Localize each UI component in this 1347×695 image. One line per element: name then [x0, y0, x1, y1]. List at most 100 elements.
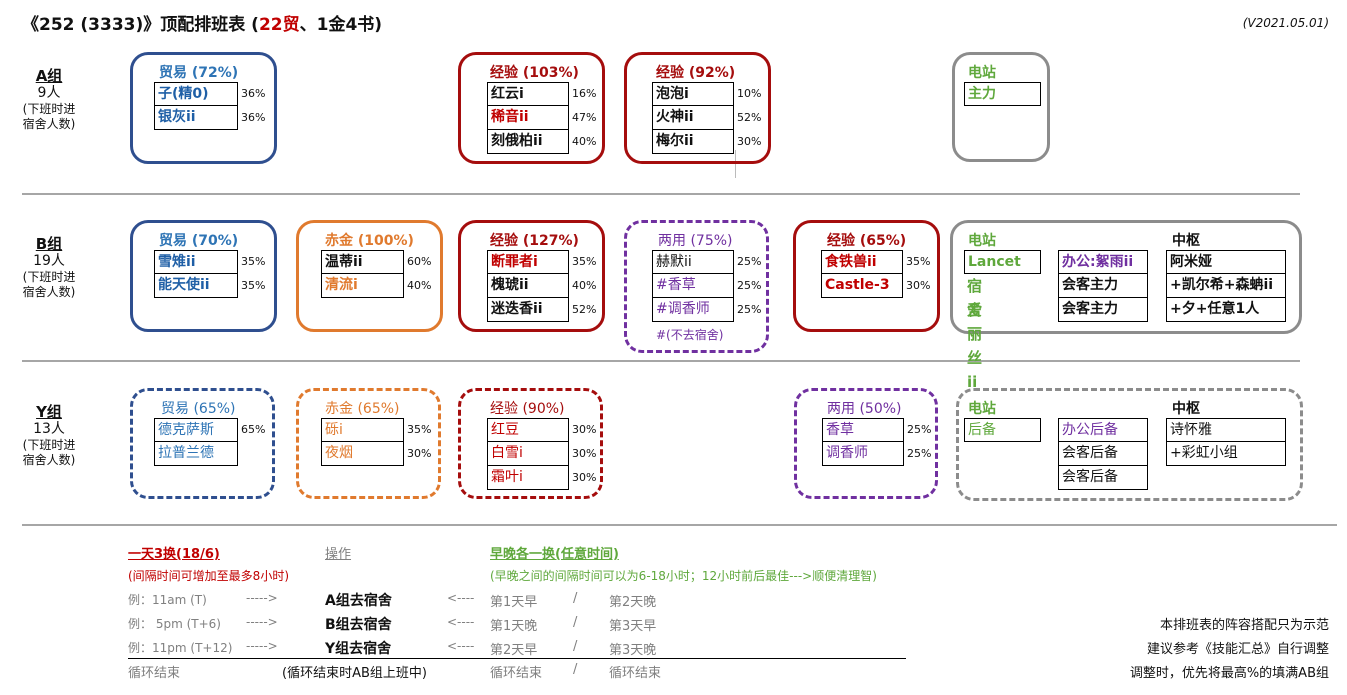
y-dual-title: 两用 (50%) — [827, 401, 902, 417]
b-exp1-title: 经验 (127%) — [490, 233, 579, 249]
a-exp2-title: 经验 (92%) — [656, 65, 736, 81]
schedule-end-d1: 循环结束 — [490, 666, 543, 681]
schedule-row-1-example: 例：11am (T) — [128, 593, 207, 607]
version-label: (V2021.05.01) — [1242, 16, 1329, 30]
table-row: 会客后备 — [1058, 442, 1148, 466]
schedule-row-1-back: <---- — [447, 591, 475, 605]
a-power-box — [952, 52, 1050, 162]
b-trade-box — [130, 220, 277, 332]
schedule-row-3-arrow: -----> — [246, 639, 278, 653]
y-gold-box — [296, 388, 441, 499]
group-y-label: Y组 13人 (下班时进 宿舍人数) — [22, 403, 76, 468]
table-row: 诗怀雅 — [1166, 418, 1286, 442]
schedule-row-3-back: <---- — [447, 639, 475, 653]
schedule-row-1-d1: 第1天早 — [490, 595, 538, 610]
schedule-row-1-arrow: -----> — [246, 591, 278, 605]
b-exp2-title: 经验 (65%) — [827, 233, 907, 249]
table-row: 阿米娅 — [1166, 250, 1286, 274]
table-row: 子(精0)36% — [154, 82, 265, 106]
y-power-title: 电站 — [968, 401, 996, 417]
table-row: 会客主力 — [1058, 298, 1148, 322]
y-gold-title: 赤金 (65%) — [325, 401, 400, 417]
page-title: 《252 (3333)》顶配排班表 (22贸、1金4书) — [22, 15, 383, 35]
y-exp1-box — [458, 388, 603, 499]
y-trade-box — [130, 388, 275, 499]
y-trade-title: 贸易 (65%) — [161, 401, 236, 417]
note-line-1: 本排班表的阵容搭配只为示范 — [1159, 618, 1329, 633]
schedule-row-2-slash: / — [573, 615, 578, 630]
vertical-tick — [735, 150, 736, 178]
group-a-label: A组 9人 (下班时进 宿舍人数) — [22, 67, 76, 132]
table-row: 宿舍 — [967, 277, 983, 319]
group-b-label: B组 19人 (下班时进 宿舍人数) — [22, 235, 76, 300]
schedule-row-3-example: 例：11pm (T+12) — [128, 641, 233, 655]
schedule-end-mid: (循环结束时AB组上班中) — [282, 666, 427, 681]
b-dual-footnote: #(不去宿舍) — [656, 328, 724, 342]
table-row: 爱丽丝ii — [967, 301, 983, 391]
schedule-op-title: 操作 — [325, 547, 352, 562]
b-power-title: 电站 — [968, 233, 996, 249]
b-control-box — [950, 220, 1302, 334]
schedule-row-2-back: <---- — [447, 615, 475, 629]
schedule-row-2-example: 例： 5pm (T+6) — [128, 617, 221, 631]
b-exp2-box — [793, 220, 940, 332]
schedule-row-3-op: Y组去宿舍 — [325, 641, 392, 657]
schedule-end-slash: / — [573, 662, 578, 677]
schedule-row-2-arrow: -----> — [246, 615, 278, 629]
note-line-2: 建议参考《技能汇总》自行调整 — [1146, 642, 1329, 657]
table-row: 办公:絮雨ii — [1058, 250, 1148, 274]
note-line-3: 调整时，优先将最高%的填满AB组 — [1129, 666, 1329, 681]
schedule-end-left: 循环结束 — [128, 666, 181, 681]
a-exp1-title: 经验 (103%) — [490, 65, 579, 81]
table-row: 会客后备 — [1058, 466, 1148, 490]
schedule-row-2-d1: 第1天晚 — [490, 619, 538, 634]
divider-b-y — [22, 360, 1300, 362]
divider-y-bottom — [22, 524, 1337, 526]
schedule-col3-note: (早晚之间的间隔时间可以为6-18小时；12小时前后最佳--->顺便清理智) — [490, 569, 877, 583]
a-power-title: 电站 — [968, 65, 996, 81]
schedule-col1-title: 一天3换(18/6) — [128, 547, 220, 562]
schedule-row-2-d2: 第3天早 — [609, 619, 657, 634]
b-gold-title: 赤金 (100%) — [325, 233, 414, 249]
table-row: +夕+任意1人 — [1166, 298, 1286, 322]
y-control-box — [956, 388, 1303, 501]
a-trade-box — [130, 52, 277, 164]
table-row: 办公后备 — [1058, 418, 1148, 442]
b-dual-title: 两用 (75%) — [658, 233, 733, 249]
table-row: 会客主力 — [1058, 274, 1148, 298]
table-row: Lancet — [964, 250, 1041, 274]
table-row: +彩虹小组 — [1166, 442, 1286, 466]
table-row: 后备 — [964, 418, 1041, 442]
a-exp1-box — [458, 52, 605, 164]
b-hub-title: 中枢 — [1172, 233, 1200, 249]
table-row: 拉普兰德 — [154, 442, 241, 466]
schedule-col1-note: (间隔时间可增加至最多8小时) — [128, 569, 289, 583]
schedule-col3-title: 早晚各一换(任意时间) — [490, 547, 619, 562]
table-row: 主力 — [964, 82, 1041, 106]
schedule-row-3-d2: 第3天晚 — [609, 643, 657, 658]
